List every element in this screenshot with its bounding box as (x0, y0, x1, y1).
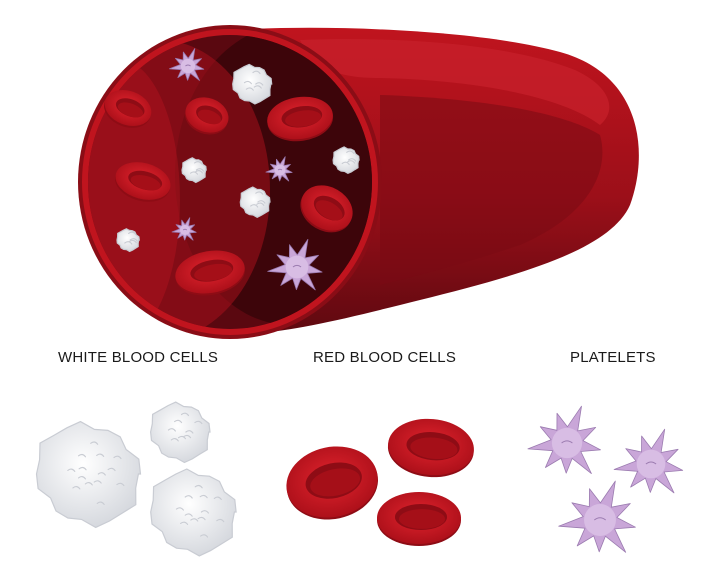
platelet-icon (267, 239, 323, 291)
white-blood-cells-label: WHITE BLOOD CELLS (58, 349, 219, 366)
red-blood-cell-icon (115, 162, 171, 202)
platelet-icon (613, 428, 684, 494)
white-blood-cells-illustration (35, 401, 237, 557)
red-blood-cell-icon (286, 446, 378, 520)
red-blood-cell-icon (377, 492, 461, 546)
white-blood-cell-icon (239, 186, 271, 218)
red-blood-cell-icon (387, 418, 474, 478)
red-blood-cells-label: RED BLOOD CELLS (313, 349, 457, 366)
red-blood-cell-icon (267, 96, 334, 142)
white-blood-cell-icon (116, 228, 140, 253)
vessel-cells (104, 48, 360, 296)
white-blood-cell-icon (332, 146, 360, 174)
red-blood-cell-icon (104, 90, 152, 128)
platelets-illustration (527, 405, 684, 553)
platelets-label: PLATELETS (570, 349, 656, 366)
red-blood-cell-icon (184, 97, 229, 135)
platelet-icon (265, 156, 293, 182)
red-blood-cell-icon (175, 250, 246, 296)
platelet-icon (558, 480, 636, 553)
white-blood-cell-icon (150, 468, 237, 557)
red-blood-cells-illustration (286, 418, 474, 546)
platelet-icon (169, 48, 205, 81)
white-blood-cell-icon (232, 63, 273, 105)
white-blood-cell-icon (35, 420, 142, 529)
red-blood-cell-icon (300, 185, 353, 233)
platelet-icon (527, 405, 601, 474)
white-blood-cell-icon (149, 401, 211, 464)
platelet-icon (171, 217, 197, 241)
white-blood-cell-icon (181, 157, 207, 184)
